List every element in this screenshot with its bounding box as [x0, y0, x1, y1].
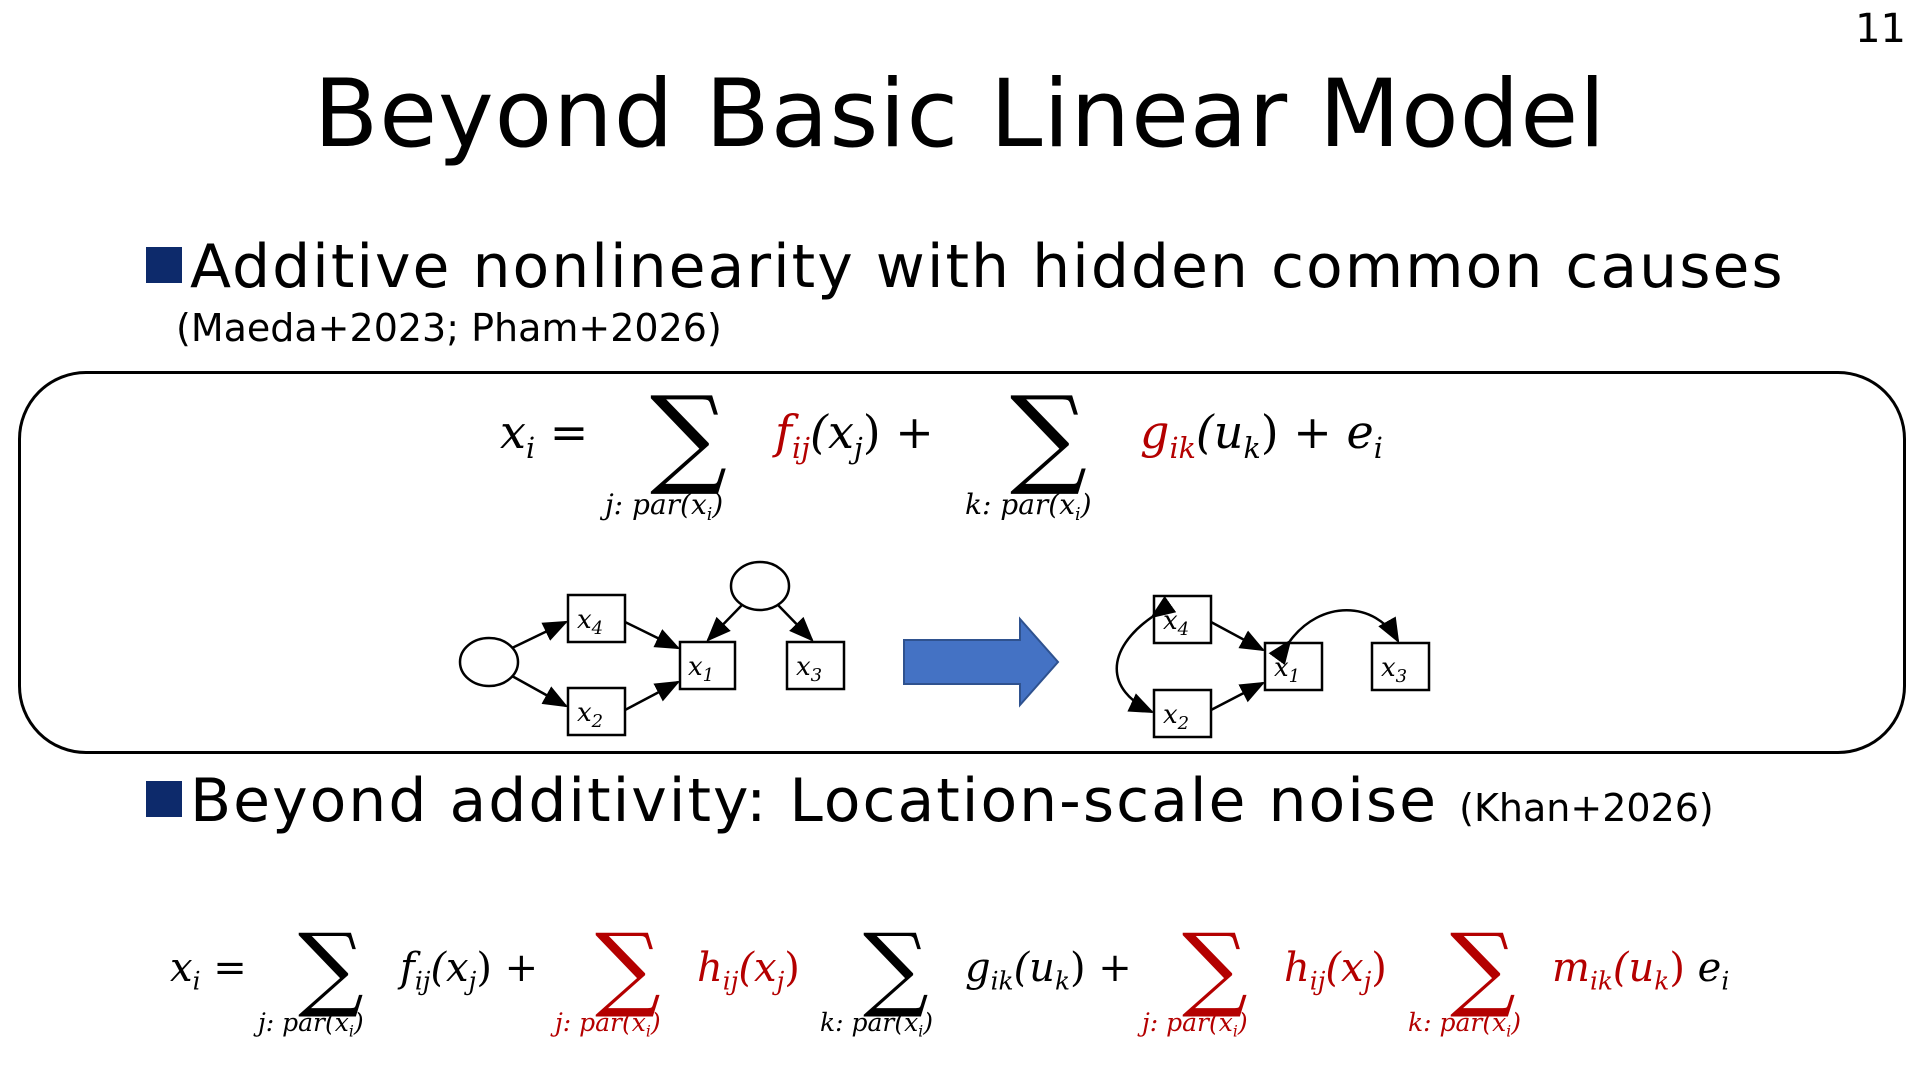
- slide-title: Beyond Basic Linear Model: [313, 60, 1607, 169]
- eq2-term-3: gik(uk) +: [965, 945, 1132, 996]
- label-x4-right: x4: [1163, 606, 1189, 640]
- eq1-sum1-limit: j: par(xi): [605, 488, 724, 526]
- eq2-sum-2-limit: j: par(xi): [555, 1008, 661, 1041]
- bullet-2: Beyond additivity: Location-scale noise …: [146, 766, 1714, 836]
- label-x2-left: x2: [577, 698, 603, 732]
- model-box: [18, 371, 1906, 754]
- label-x2-right: x2: [1163, 700, 1189, 734]
- bullet-2-citation: (Khan+2026): [1459, 786, 1714, 830]
- label-x1-left: x1: [688, 652, 714, 686]
- eq2-sum-3-limit: k: par(xi): [820, 1008, 933, 1041]
- eq2-sum-5-limit: k: par(xi): [1408, 1008, 1521, 1041]
- node-x4-left: [566, 593, 627, 644]
- label-x4-left: x4: [577, 605, 603, 639]
- eq1-sum1: ∑: [650, 374, 728, 499]
- eq2-lhs: xi =: [170, 945, 247, 996]
- node-x2-left: [566, 686, 627, 737]
- transform-arrow-icon: [903, 616, 1060, 708]
- bullet-1-text: Additive nonlinearity with hidden common…: [190, 232, 1785, 302]
- eq2-term-5: mik(uk) ei: [1552, 945, 1730, 996]
- eq2-sum-5: ∑: [1450, 914, 1516, 1021]
- label-x1-right: x1: [1274, 653, 1300, 687]
- eq1-term1: fij(xj) +: [775, 405, 934, 465]
- bullet-2-text: Beyond additivity: Location-scale noise: [190, 766, 1439, 836]
- eq2-sum-3: ∑: [863, 914, 929, 1021]
- bullet-1-citation: (Maeda+2023; Pham+2026): [176, 306, 722, 350]
- eq2-sum-4: ∑: [1182, 914, 1248, 1021]
- eq1-sum2: ∑: [1010, 374, 1088, 499]
- slide-number: 11: [1855, 6, 1906, 52]
- label-x3-left: x3: [796, 652, 822, 686]
- eq2-sum-1-limit: j: par(xi): [258, 1008, 364, 1041]
- eq2-term-1: fij(xj) +: [400, 945, 539, 996]
- eq2-sum-1: ∑: [298, 914, 364, 1021]
- eq2-term-2: hij(xj): [697, 945, 800, 996]
- eq2-sum-4-limit: j: par(xi): [1142, 1008, 1248, 1041]
- label-x3-right: x3: [1381, 653, 1407, 687]
- bullet-square-icon: [146, 247, 182, 283]
- node-x3-left: [785, 640, 846, 691]
- latent-node-top: [729, 560, 791, 612]
- eq2-sum-2: ∑: [595, 914, 661, 1021]
- eq1-term2: gik(uk) + ei: [1140, 405, 1383, 465]
- bullet-square-icon: [146, 781, 182, 817]
- eq1-lhs: xi =: [500, 405, 589, 465]
- eq2-term-4: hij(xj): [1284, 945, 1387, 996]
- latent-node-left: [458, 636, 520, 688]
- node-x1-left: [678, 640, 737, 691]
- eq1-sum2-limit: k: par(xi): [965, 488, 1092, 526]
- bullet-1: Additive nonlinearity with hidden common…: [146, 232, 1785, 302]
